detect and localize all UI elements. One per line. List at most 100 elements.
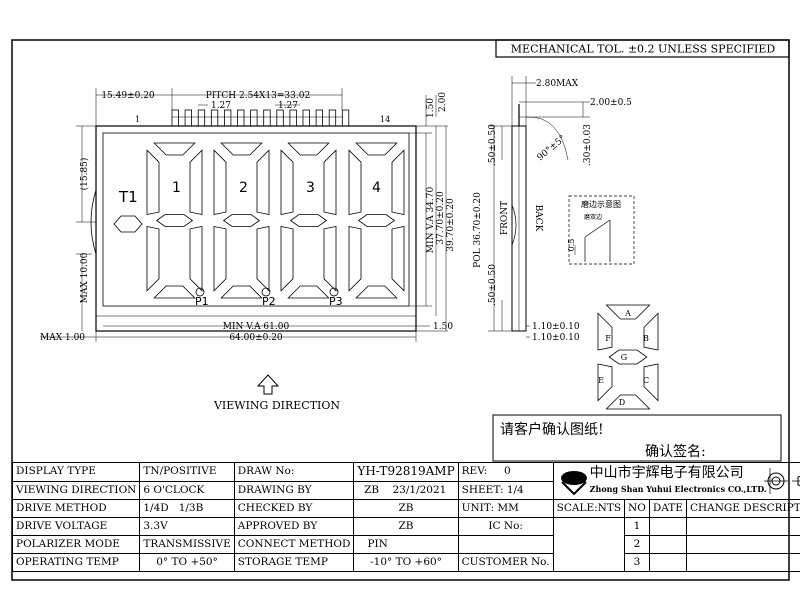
front-dimensions xyxy=(40,88,448,342)
dim-15-85: (15.85) xyxy=(79,158,90,191)
date-header: DATE xyxy=(648,499,687,518)
storage-label: STORAGE TEMP xyxy=(233,553,355,572)
signature-label: 确认签名: xyxy=(645,443,706,460)
edge-detail xyxy=(568,195,635,265)
segment-c xyxy=(189,226,203,292)
height-39-dim: 39.70±0.20 xyxy=(446,198,456,252)
drawing-by-label: DRAWING BY xyxy=(233,480,355,500)
digit-3 xyxy=(280,142,337,299)
segment-e xyxy=(213,226,227,292)
scale-label: SCALE:NTS xyxy=(552,499,626,518)
rev-row-2: 2 xyxy=(624,535,650,554)
dim-1-50-right: 1.50 xyxy=(433,322,453,332)
viewing-dir-value: 6 O'CLOCK xyxy=(139,480,235,500)
p3-dot xyxy=(329,287,339,297)
change-header: CHANGE DESCRIPTION xyxy=(685,499,800,518)
thickness-dim: 2.80MAX xyxy=(536,79,579,89)
side-bottom-dim-1: 1.10±0.10 xyxy=(532,322,580,332)
segment-map-label-f: F xyxy=(605,334,611,343)
pin xyxy=(263,109,271,127)
sheet-cell: SHEET: 1/4 xyxy=(457,480,554,500)
segment-f xyxy=(146,149,160,215)
segment-g xyxy=(357,214,396,227)
detail-dim: 0.5 xyxy=(567,239,576,252)
pitch-dim: PITCH 2.54X13=33.02 xyxy=(206,91,310,101)
pin xyxy=(184,109,193,127)
drive-method-label: DRIVE METHOD xyxy=(11,499,141,518)
detail-sub: 磨双边 xyxy=(584,213,602,221)
segment-g xyxy=(289,214,328,227)
polarizer-label: POLARIZER MODE xyxy=(11,535,141,554)
segment-c xyxy=(391,226,405,292)
company-cell: 中山市宇辉电子有限公司 Zhong Shan Yuhui Electronics… xyxy=(552,462,800,500)
segment-map-b xyxy=(643,312,659,351)
rev-row-3-desc xyxy=(685,553,800,572)
pin xyxy=(210,109,219,127)
segment-map-label-g: G xyxy=(621,353,627,362)
segment-map-label-b: B xyxy=(643,334,649,343)
pin-row xyxy=(171,109,350,127)
pin-first-label: 1 xyxy=(135,115,140,124)
rev-row-2-desc xyxy=(685,535,800,554)
segment-map-d xyxy=(605,394,651,410)
point-label-p1: P1 xyxy=(195,295,209,308)
segment-f xyxy=(213,149,227,215)
drawing-frame xyxy=(11,39,790,581)
segment-map-c xyxy=(643,363,659,402)
checked-by-value: ZB xyxy=(353,499,459,518)
va-width-dim: MIN V.A 61.00 xyxy=(223,322,290,332)
pin xyxy=(223,109,232,127)
draw-no-value: YH-T92819AMP xyxy=(353,462,459,482)
pol-top-dim: .50±0.50 xyxy=(488,124,498,166)
pin xyxy=(302,109,310,127)
digit-label-3: 3 xyxy=(306,180,315,196)
projection-symbol-icon xyxy=(763,468,800,494)
segment-map-a xyxy=(605,304,651,320)
segment-b xyxy=(256,149,270,215)
front-view xyxy=(90,109,417,332)
drive-voltage-label: DRIVE VOLTAGE xyxy=(11,517,141,536)
approved-by-label: APPROVED BY xyxy=(233,517,355,536)
pol-dim: POL 36.70±0.20 xyxy=(473,192,483,268)
side-bottom-dim-2: 1.10±0.10 xyxy=(532,333,580,343)
detail-title: 磨边示意图 xyxy=(581,199,621,209)
p1-dot xyxy=(195,287,205,297)
segment-map-label-a: A xyxy=(624,309,631,318)
dim-max-1: MAX 1.00 xyxy=(40,333,85,343)
point-label-p2: P2 xyxy=(262,295,276,308)
pin xyxy=(197,109,206,127)
segment-g xyxy=(222,214,261,227)
segment-c xyxy=(256,226,270,292)
digit-label-4: 4 xyxy=(372,180,381,196)
pin-offset-side-dim: 2.00±0.5 xyxy=(590,98,632,108)
pin-width-dim-1: 1.27 xyxy=(211,101,231,111)
segment-map-label-d: D xyxy=(619,398,625,407)
segment-f xyxy=(280,149,294,215)
digit-label-1: 1 xyxy=(172,180,181,196)
storage-value: -10° TO +60° xyxy=(353,553,459,572)
viewing-dir-label: VIEWING DIRECTION xyxy=(11,480,141,500)
drawing-by-cell: ZB 23/1/2021 xyxy=(353,480,459,500)
viewing-direction-arrow-icon xyxy=(256,374,280,395)
pin xyxy=(237,109,245,127)
pin-width-dim-2: 1.27 xyxy=(278,101,298,111)
pin-last-label: 14 xyxy=(380,115,390,124)
rev-cell: REV: 0 xyxy=(457,462,554,482)
segment-d xyxy=(355,285,398,299)
segment-e xyxy=(348,226,362,292)
pin-length-dim: .30±0.03 xyxy=(583,124,593,166)
segment-a xyxy=(287,142,330,156)
dim-2-00-top: 2.00 xyxy=(438,92,448,112)
drive-method-value: 1/4D 1/3B xyxy=(139,499,235,518)
pin xyxy=(315,109,324,127)
confirm-text: 请客户确认图纸! xyxy=(500,421,604,438)
tolerance-note: MECHANICAL TOL. ±0.2 UNLESS SPECIFIED xyxy=(511,43,776,56)
checked-by-label: CHECKED BY xyxy=(233,499,355,518)
va-height-dim: MIN V.A 34.70 xyxy=(426,187,436,254)
p2-dot xyxy=(261,287,271,297)
digit-4 xyxy=(348,142,405,299)
company-name-en: Zhong Shan Yuhui Electronics CO.,LTD. xyxy=(589,484,767,494)
